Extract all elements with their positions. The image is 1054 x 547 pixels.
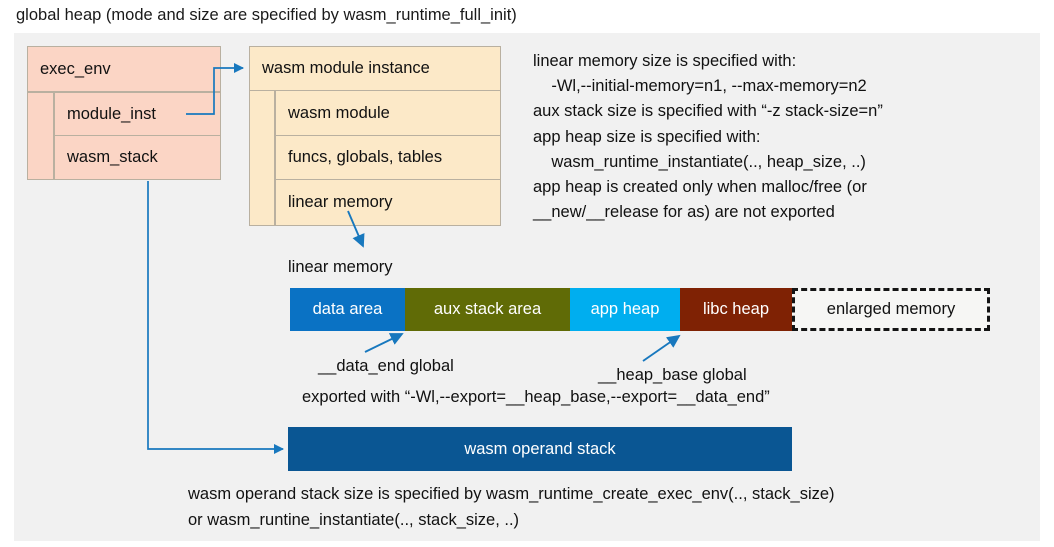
linear-memory-notes: linear memory size is specified with: -W… (533, 52, 883, 222)
memory-segment-label: aux stack area (433, 300, 542, 318)
field-wasm-module: wasm module (275, 90, 501, 136)
linear-memory-bar: data area aux stack area app heap libc heap… (290, 288, 990, 331)
annotation-data-end: __data_end global (318, 357, 454, 375)
field-linear-memory-label: linear memory (288, 193, 393, 211)
field-wasm-stack: wasm_stack (54, 135, 221, 180)
field-linear-memory: linear memory (275, 179, 501, 226)
memory-segment-label: data area (312, 300, 383, 318)
memory-segment-data-area: data area (290, 288, 405, 331)
annotation-heap-base: __heap_base global (598, 366, 747, 384)
wasm-operand-stack-box: wasm operand stack (288, 427, 792, 471)
field-funcs-globals-tables-label: funcs, globals, tables (288, 148, 443, 166)
exec-env-indent-left (27, 92, 54, 180)
field-module-inst: module_inst (54, 92, 221, 136)
memory-segment-app-heap: app heap (570, 288, 680, 331)
memory-segment-label: app heap (590, 300, 660, 318)
exec-env-title-row: exec_env (27, 46, 221, 92)
memory-segment-libc-heap: libc heap (680, 288, 792, 331)
wasm-module-instance-title-row: wasm module instance (249, 46, 501, 91)
wasm-module-instance-label: wasm module instance (262, 59, 430, 77)
exec-env-label: exec_env (40, 59, 111, 78)
page-title: global heap (mode and size are specified… (16, 6, 517, 24)
module-instance-indent-left (249, 90, 275, 226)
memory-segment-aux-stack-area: aux stack area (405, 288, 570, 331)
memory-segment-enlarged-memory: enlarged memory (792, 288, 990, 331)
field-funcs-globals-tables: funcs, globals, tables (275, 135, 501, 180)
memory-segment-label: enlarged memory (826, 300, 956, 318)
wasm-operand-stack-label: wasm operand stack (464, 439, 616, 458)
memory-segment-label: libc heap (702, 300, 770, 318)
field-wasm-stack-label: wasm_stack (67, 148, 158, 166)
annotation-export-note: exported with “-Wl,--export=__heap_base,… (302, 388, 770, 406)
linear-memory-bar-caption: linear memory (288, 258, 393, 276)
field-wasm-module-label: wasm module (288, 103, 390, 122)
operand-stack-notes: wasm operand stack size is specified by … (188, 485, 835, 529)
field-module-inst-label: module_inst (67, 104, 156, 123)
